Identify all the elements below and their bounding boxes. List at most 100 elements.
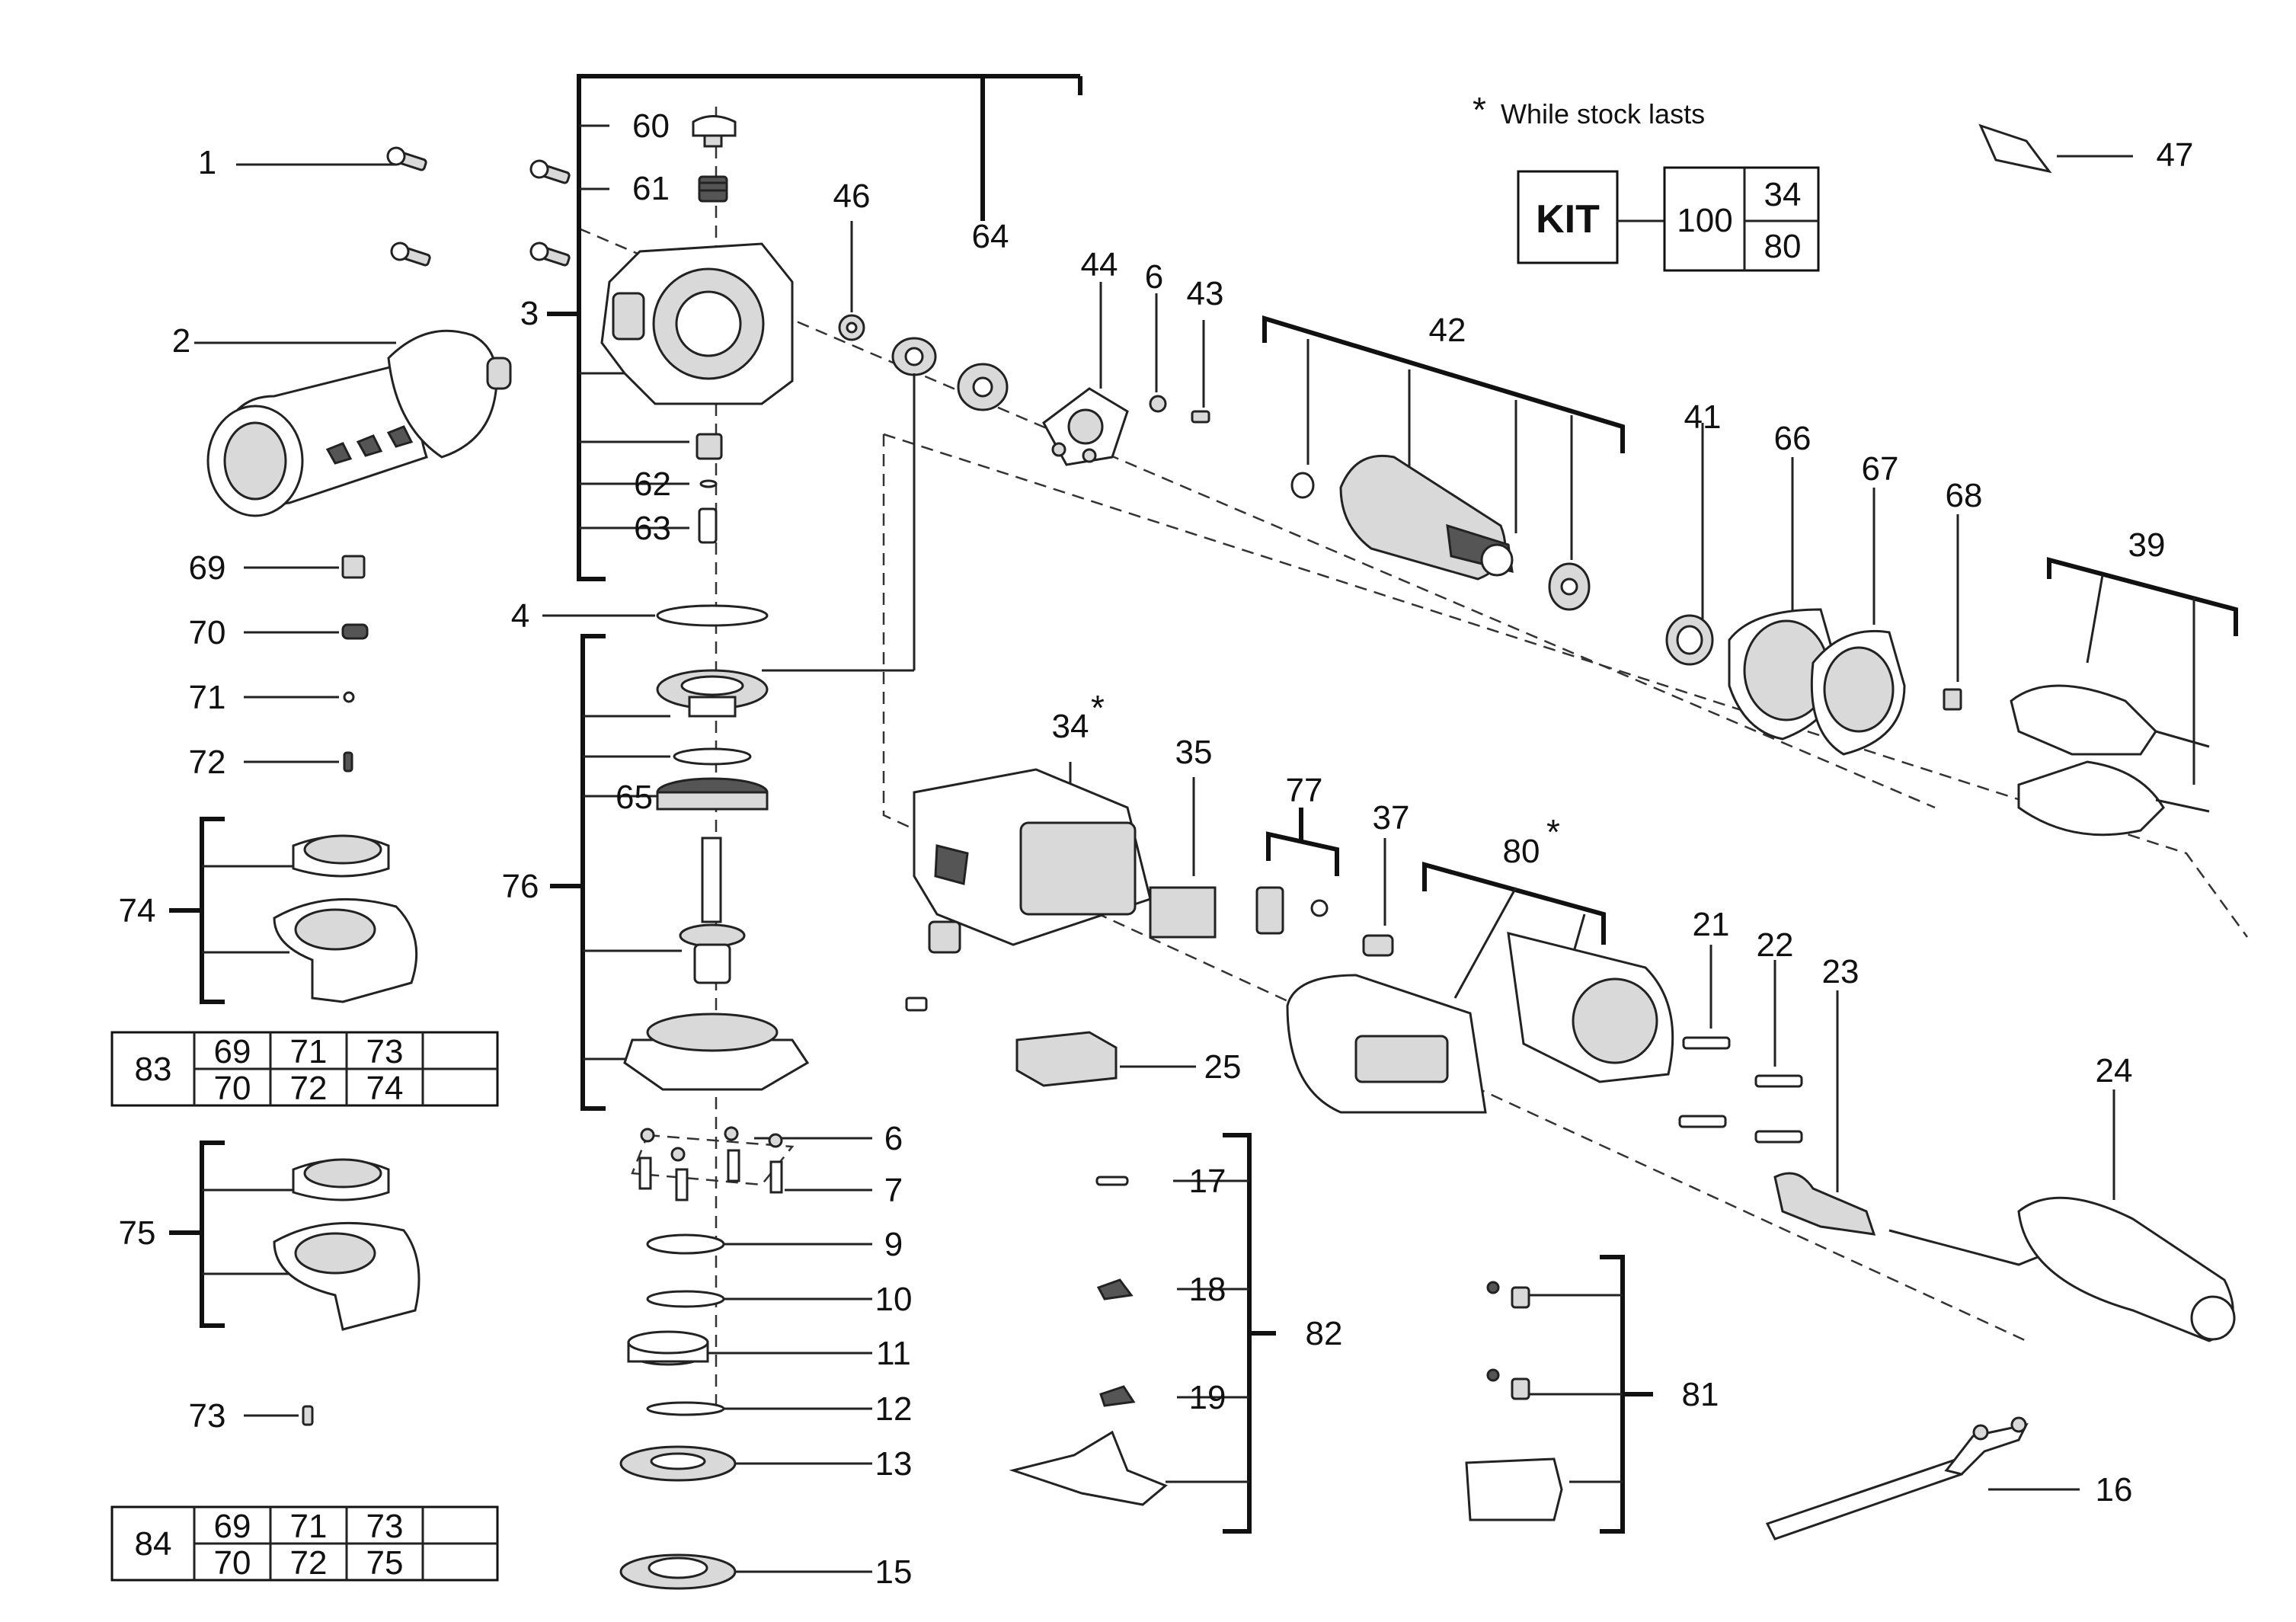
part-71-ball xyxy=(244,691,355,703)
table-84: 84 69 71 73 70 72 75 xyxy=(110,1505,499,1582)
callout-63: 63 xyxy=(634,510,671,547)
bracket-81-switch xyxy=(1465,1255,1653,1534)
table-84-cell: 73 xyxy=(366,1508,404,1545)
table-84-id: 84 xyxy=(135,1525,172,1563)
part-66-baffle xyxy=(1728,457,1838,741)
callout-15: 15 xyxy=(875,1553,913,1591)
part-41-bearing-cup xyxy=(1665,423,1714,666)
callout-62: 62 xyxy=(634,465,671,503)
part-80-handle-housing xyxy=(1286,862,1674,1114)
callout-67: 67 xyxy=(1862,450,1899,488)
part-43-screw-top xyxy=(1191,410,1210,424)
callout-66: 66 xyxy=(1774,420,1812,457)
callout-69: 69 xyxy=(189,549,226,587)
table-83-cell: 74 xyxy=(366,1070,404,1107)
callout-47: 47 xyxy=(2157,136,2194,174)
callout-72: 72 xyxy=(189,744,226,781)
part-16-wrench xyxy=(1765,1416,2080,1540)
part-60-lock-button xyxy=(692,115,737,148)
part-44-plate xyxy=(1042,387,1129,466)
callout-77: 77 xyxy=(1286,772,1323,809)
callout-37: 37 xyxy=(1373,799,1410,837)
part-11-seal xyxy=(627,1330,872,1366)
callout-43: 43 xyxy=(1187,275,1224,312)
kit-main-number: 100 xyxy=(1677,202,1732,239)
callout-21: 21 xyxy=(1693,906,1730,943)
kit-top-number: 34 xyxy=(1764,176,1802,213)
callout-41: 41 xyxy=(1684,398,1722,436)
part-76-spindle-parts xyxy=(623,669,810,1091)
callout-6-bottom: 6 xyxy=(884,1120,903,1157)
part-63-shaft xyxy=(698,507,718,544)
callout-70: 70 xyxy=(189,614,226,651)
callout-80-star: * xyxy=(1546,812,1560,852)
bracket-82-trigger xyxy=(1009,1133,1276,1534)
part-24-cord xyxy=(1888,1089,2236,1342)
callout-2: 2 xyxy=(172,322,190,360)
callout-80: 80 xyxy=(1503,833,1540,870)
callout-75: 75 xyxy=(119,1214,156,1252)
table-84-cell: 72 xyxy=(290,1544,328,1582)
part-9-ring xyxy=(646,1233,872,1255)
callout-1: 1 xyxy=(198,144,216,181)
callout-35: 35 xyxy=(1175,734,1213,771)
table-84-cell: 75 xyxy=(366,1544,404,1582)
part-34-motor-housing xyxy=(905,762,1152,1012)
part-13-flange xyxy=(619,1445,872,1482)
part-68-brush xyxy=(1943,514,1962,711)
part-10-ring xyxy=(646,1290,872,1308)
part-64-bearing-pair xyxy=(891,337,1009,411)
callout-74: 74 xyxy=(119,892,156,929)
callout-39: 39 xyxy=(2128,526,2166,564)
callout-25: 25 xyxy=(1204,1048,1242,1086)
callout-24: 24 xyxy=(2096,1052,2133,1089)
part-23-cord-protector xyxy=(1773,990,1876,1236)
part-61-spring xyxy=(698,175,728,203)
part-15-nut xyxy=(619,1553,872,1590)
part-77-switch-parts xyxy=(1255,808,1339,935)
callout-11: 11 xyxy=(876,1335,911,1372)
callout-7: 7 xyxy=(884,1172,903,1209)
kit-label: KIT xyxy=(1536,197,1600,242)
callout-16: 16 xyxy=(2096,1471,2133,1508)
table-83: 83 69 71 73 70 72 74 xyxy=(110,1031,499,1107)
part-1-screws xyxy=(236,146,571,267)
bracket-76-spindle xyxy=(550,373,916,1111)
callout-labels: 1 2 3 60 61 62 63 4 65 76 69 70 71 72 74… xyxy=(119,107,2194,1591)
callout-19: 19 xyxy=(1189,1379,1226,1416)
part-69-clip xyxy=(244,555,366,579)
part-46-nut xyxy=(838,314,865,341)
callout-34: 34 xyxy=(1052,708,1089,745)
part-35-block xyxy=(1149,777,1217,939)
callout-23: 23 xyxy=(1822,953,1860,990)
part-39-field xyxy=(2010,557,2238,837)
table-83-cell: 72 xyxy=(290,1070,328,1107)
part-4-o-ring xyxy=(542,604,769,627)
table-84-cell: 71 xyxy=(290,1508,328,1545)
callout-3: 3 xyxy=(520,295,539,332)
part-37-plug xyxy=(1362,838,1394,957)
note-text: While stock lasts xyxy=(1501,98,1705,130)
part-42-armature xyxy=(1262,315,1625,611)
table-84-cell: 70 xyxy=(214,1544,251,1582)
bracket-3-gear-head xyxy=(547,74,1082,581)
callout-64: 64 xyxy=(972,218,1009,255)
part-62-bearing xyxy=(696,433,723,488)
callout-73: 73 xyxy=(189,1397,226,1435)
callout-10: 10 xyxy=(875,1281,913,1318)
part-3-gear-case xyxy=(600,242,794,405)
part-25-box xyxy=(1015,1031,1196,1087)
callout-65: 65 xyxy=(616,779,653,816)
callout-18: 18 xyxy=(1189,1271,1226,1308)
callout-leaders xyxy=(850,221,1205,408)
table-83-cell: 69 xyxy=(214,1033,251,1070)
table-83-cell: 73 xyxy=(366,1033,404,1070)
callout-60: 60 xyxy=(632,107,670,145)
stock-note: * While stock lasts xyxy=(1473,90,1705,130)
callout-82: 82 xyxy=(1306,1315,1343,1352)
kit-table: KIT 100 34 80 xyxy=(1517,166,1820,272)
callout-12: 12 xyxy=(875,1390,913,1428)
callout-6-top: 6 xyxy=(1145,258,1163,296)
part-6-7-screws xyxy=(638,1126,872,1201)
